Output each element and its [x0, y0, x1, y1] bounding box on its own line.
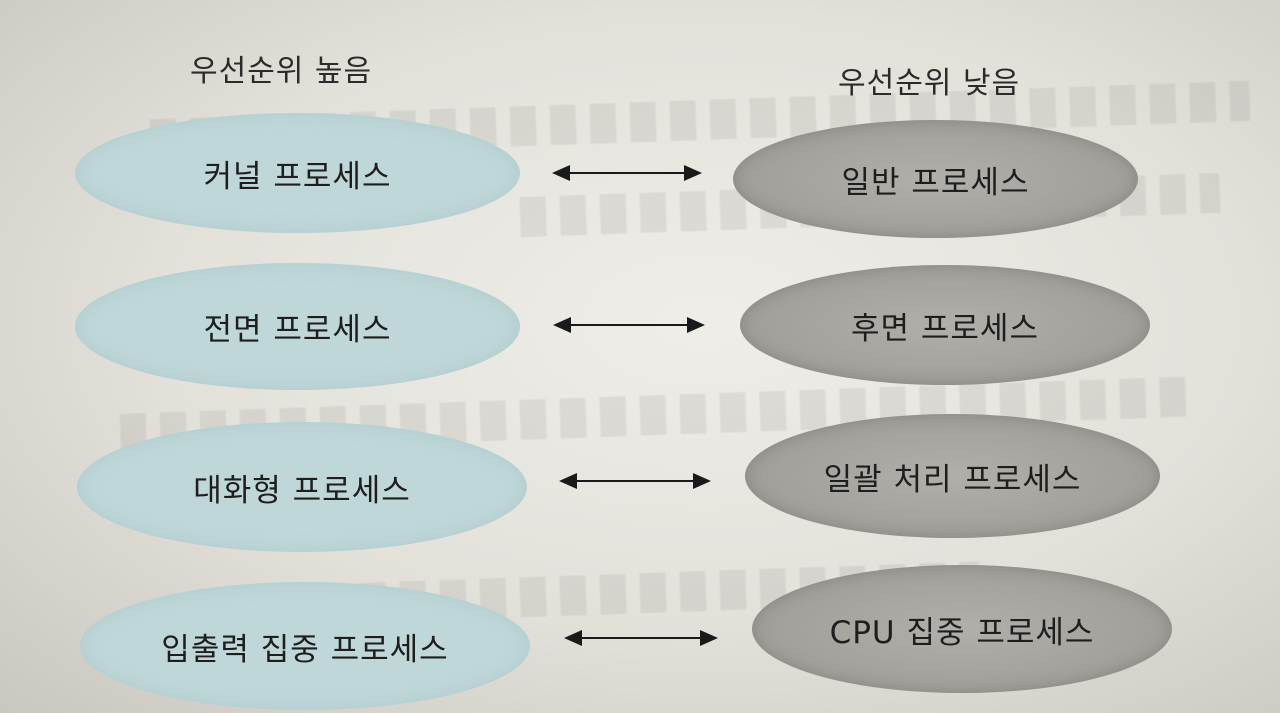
low-priority-process: 후면 프로세스	[740, 265, 1150, 385]
low-priority-process: 일반 프로세스	[733, 120, 1138, 238]
high-priority-process: 대화형 프로세스	[77, 422, 527, 552]
double-arrow-icon	[552, 165, 702, 181]
high-priority-process: 전면 프로세스	[75, 263, 520, 390]
low-priority-process: 일괄 처리 프로세스	[745, 414, 1160, 538]
high-priority-process: 커널 프로세스	[75, 113, 520, 233]
header-high-priority: 우선순위 높음	[190, 54, 373, 89]
double-arrow-icon	[559, 473, 711, 489]
header-low-priority: 우선순위 낮음	[838, 66, 1021, 101]
double-arrow-icon	[553, 317, 705, 333]
low-priority-process: CPU 집중 프로세스	[752, 565, 1172, 693]
high-priority-process: 입출력 집중 프로세스	[80, 582, 530, 710]
double-arrow-icon	[564, 630, 718, 646]
